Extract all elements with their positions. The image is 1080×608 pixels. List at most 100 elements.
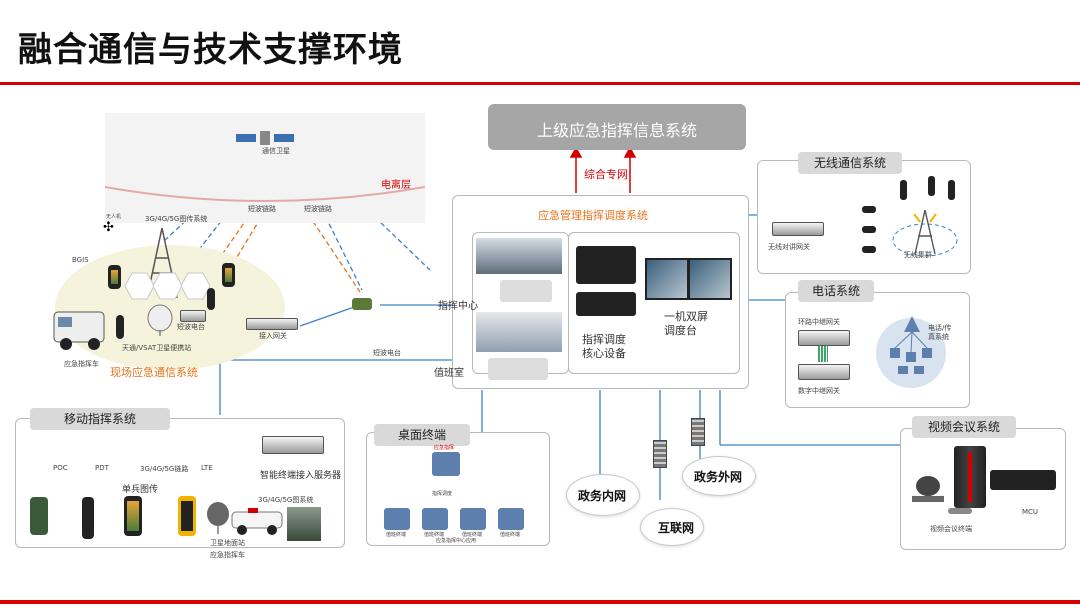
mobile-network-label: 3G/4G/5G图系统 bbox=[258, 496, 314, 504]
ground-station-label: 卫星地面站 bbox=[210, 539, 245, 547]
ionosphere-label: 电离层 bbox=[381, 180, 411, 191]
page-title: 融合通信与技术支撑环境 bbox=[18, 30, 403, 70]
lte-device bbox=[178, 496, 196, 536]
shortwave-radio-2-label: 短波电台 bbox=[373, 349, 401, 357]
desktop-terminal-0 bbox=[384, 508, 410, 530]
title-underline bbox=[0, 82, 1080, 85]
gov-internal-cloud bbox=[566, 474, 640, 516]
internet-label: 互联网 bbox=[658, 521, 695, 535]
gov-internal-label: 政务内网 bbox=[578, 489, 627, 503]
wireless-gateway-icon bbox=[772, 222, 824, 236]
desktop-terminal-1 bbox=[422, 508, 448, 530]
radio-handset-3 bbox=[948, 180, 955, 200]
shortwave-radio-icon bbox=[180, 310, 206, 322]
desktop-bottom-label: 应急指挥中心应用 bbox=[436, 538, 477, 544]
mobile-pdt-label: PDT bbox=[95, 464, 109, 472]
wireless-gateway-label: 无线对讲网关 bbox=[768, 243, 810, 251]
command-center-label: 指挥中心 bbox=[438, 301, 478, 312]
firewall-icon-2 bbox=[691, 418, 705, 446]
mobile-lte-label: LTE bbox=[201, 464, 213, 472]
pdt-device bbox=[82, 497, 94, 539]
desktop-tab: 桌面终端 bbox=[374, 424, 470, 446]
bgis-label: BGIS bbox=[72, 256, 89, 264]
duty-room-photo bbox=[476, 312, 562, 352]
firewall-icon-1 bbox=[653, 440, 667, 468]
uav-label: 无人机 bbox=[106, 214, 122, 220]
internet-cloud bbox=[640, 508, 704, 546]
command-center-label-box bbox=[500, 280, 552, 302]
bottom-rule bbox=[0, 600, 1080, 604]
video-terminal-label: 视频会议终端 bbox=[930, 525, 972, 533]
field-radio-2 bbox=[207, 288, 215, 310]
field-terminal-icon bbox=[352, 298, 372, 310]
desktop-top-device-label: 应急指挥 bbox=[434, 445, 455, 451]
desktop-terminal-label-3: 值班终端 bbox=[500, 532, 521, 538]
single-soldier-label: 单兵图传 bbox=[122, 485, 159, 495]
core-device-label: 指挥调度 核心设备 bbox=[582, 333, 626, 360]
video-camera-icon bbox=[912, 476, 944, 502]
phone-network-icon bbox=[890, 316, 932, 374]
field-phone-2 bbox=[222, 263, 235, 287]
access-gateway-label: 接入网关 bbox=[259, 332, 287, 340]
dual-screen-label: 一机双屏 调度台 bbox=[664, 310, 708, 337]
satellite-icon bbox=[236, 131, 294, 145]
dual-screen-left bbox=[645, 258, 689, 300]
radio-handset-1 bbox=[900, 180, 907, 200]
field-phone-1 bbox=[108, 265, 121, 289]
satellite-label: 通信卫星 bbox=[262, 147, 290, 155]
cluster-tower-icon bbox=[892, 209, 958, 257]
mobile-vehicle-icon bbox=[231, 508, 283, 535]
mobile-link-label: 3G/4G/5G链路 bbox=[140, 465, 189, 473]
mobile-system-tab: 移动指挥系统 bbox=[30, 408, 170, 430]
mobile-vehicle-label: 应急指挥车 bbox=[210, 551, 245, 559]
phone-tab: 电话系统 bbox=[798, 280, 874, 302]
radio-handset-2 bbox=[928, 176, 935, 196]
shortwave-link-label-1: 短波链路 bbox=[248, 205, 276, 213]
command-vehicle-icon bbox=[53, 311, 105, 350]
top-system-label: 上级应急指挥信息系统 bbox=[536, 121, 697, 140]
access-server-icon bbox=[262, 436, 324, 454]
single-soldier-device bbox=[124, 496, 142, 536]
field-network-label: 3G/4G/5G图传系统 bbox=[145, 215, 208, 223]
core-server-2 bbox=[576, 292, 636, 316]
base-radio-2 bbox=[862, 226, 876, 233]
desktop-mid-label: 指挥调度 bbox=[432, 491, 453, 497]
loop-gw-icon bbox=[798, 330, 850, 346]
base-radio-3 bbox=[862, 246, 876, 253]
wireless-cluster-label: 无线集群 bbox=[904, 251, 932, 259]
gateway-link bbox=[818, 346, 828, 362]
desktop-terminal-label-0: 值班终端 bbox=[386, 532, 407, 538]
field-radio-1 bbox=[116, 315, 124, 339]
digital-gw-label: 数字中继网关 bbox=[798, 387, 840, 395]
wireless-tab: 无线通信系统 bbox=[798, 152, 902, 174]
cell-tower-icon bbox=[146, 228, 178, 298]
desktop-terminal-2 bbox=[460, 508, 486, 530]
comprehensive-network-label: 综合专网 bbox=[584, 168, 628, 181]
video-tab: 视频会议系统 bbox=[912, 416, 1016, 438]
emergency-system-label: 应急管理指挥调度系统 bbox=[538, 209, 648, 222]
poc-device bbox=[30, 497, 48, 535]
shortwave-link-label-2: 短波链路 bbox=[304, 205, 332, 213]
satellite-station-label: 天通/VSAT卫星便携站 bbox=[122, 344, 192, 352]
loop-gw-label: 环路中继网关 bbox=[798, 318, 840, 326]
gov-external-label: 政务外网 bbox=[694, 470, 743, 484]
uav-icon: ✣ bbox=[103, 220, 114, 235]
network-hexagons bbox=[124, 272, 211, 300]
gov-external-cloud bbox=[682, 456, 756, 496]
desktop-terminal-3 bbox=[498, 508, 524, 530]
mobile-video-thumb bbox=[287, 507, 321, 541]
desktop-terminal-label-2: 值班终端 bbox=[462, 532, 483, 538]
desktop-terminal-label-1: 值班终端 bbox=[424, 532, 445, 538]
dual-screen-right bbox=[688, 258, 732, 300]
video-tower-stripe bbox=[968, 452, 972, 502]
command-center-photo bbox=[476, 238, 562, 274]
field-system-label: 现场应急通信系统 bbox=[110, 366, 198, 379]
core-server-1 bbox=[576, 246, 636, 284]
mcu-device-icon bbox=[990, 470, 1056, 490]
top-system-box bbox=[488, 104, 746, 150]
duty-room-label-box bbox=[488, 358, 548, 380]
video-remote-icon bbox=[948, 508, 972, 514]
mobile-poc-label: POC bbox=[53, 464, 68, 472]
access-server-label: 智能终端接入服务器 bbox=[260, 471, 342, 481]
shortwave-radio-label: 短波电台 bbox=[177, 323, 205, 331]
